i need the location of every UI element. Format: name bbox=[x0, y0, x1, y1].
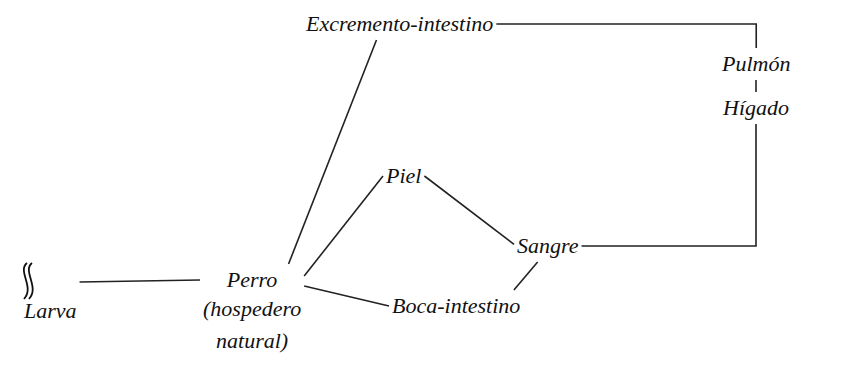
stage-label: Sangre bbox=[514, 230, 582, 262]
node-text: Piel bbox=[386, 163, 421, 189]
node-text: Larva bbox=[24, 298, 77, 324]
connector-line bbox=[514, 262, 538, 290]
connector-line bbox=[304, 286, 389, 306]
connector-line bbox=[289, 40, 377, 264]
stage-label: Boca-intestino bbox=[389, 290, 523, 322]
larva-symbol bbox=[24, 263, 28, 299]
stage-label: Larva bbox=[21, 256, 80, 327]
node-text: Hígado bbox=[723, 95, 789, 121]
stage-label: Excremento-intestino bbox=[303, 8, 496, 40]
connector-line bbox=[582, 124, 756, 246]
connector-line bbox=[424, 176, 514, 244]
stage-label: Hígado bbox=[720, 92, 792, 124]
connector-line bbox=[755, 80, 757, 92]
stage-label: Pulmón bbox=[719, 48, 793, 80]
node-text: Boca-intestino bbox=[392, 293, 520, 319]
stage-label: Perro(hospedero natural) bbox=[200, 264, 304, 360]
larva-symbol bbox=[29, 263, 33, 299]
node-text: Perro bbox=[203, 267, 301, 293]
node-text: Pulmón bbox=[722, 51, 790, 77]
connector-line bbox=[496, 24, 756, 48]
connector-line bbox=[80, 280, 200, 282]
host-note: (hospedero natural) bbox=[203, 293, 301, 357]
node-text: Sangre bbox=[517, 233, 579, 259]
connector-line bbox=[304, 176, 383, 276]
node-text: Excremento-intestino bbox=[306, 11, 493, 37]
stage-label: Piel bbox=[383, 160, 424, 192]
